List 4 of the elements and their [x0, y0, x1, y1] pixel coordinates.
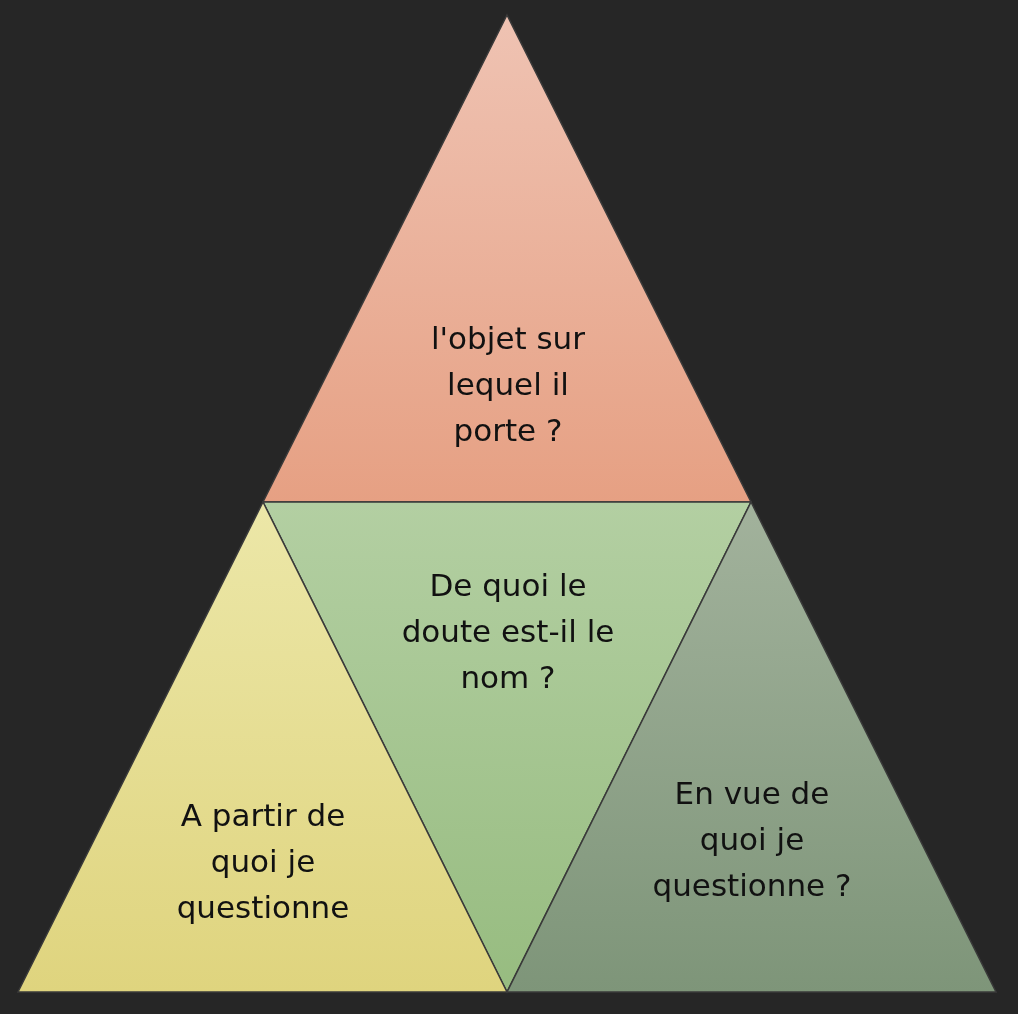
triangle-label: A partir de quoi je questionne [175, 796, 351, 927]
triangle-label: l'objet sur lequel il porte ? [430, 319, 586, 450]
triangle-label: De quoi le doute est-il le nom ? [400, 566, 616, 697]
triangle-label: En vue de quoi je questionne ? [651, 774, 853, 905]
